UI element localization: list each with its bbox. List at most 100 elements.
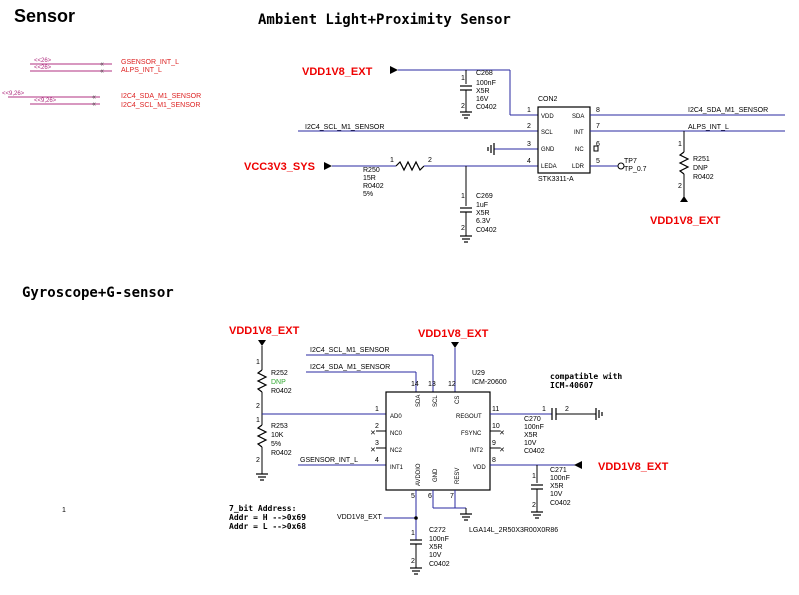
svg-text:16V: 16V bbox=[476, 96, 489, 103]
svg-text:LDR: LDR bbox=[572, 164, 585, 170]
gyro-block: VDD1V8_EXT 1 2 R252 DNP R0402 1 1 2 R253… bbox=[62, 325, 669, 575]
gyro-net-vdd: VDD1V8_EXT bbox=[337, 514, 382, 521]
offpage-net-sda: I2C4_SDA_M1_SENSOR bbox=[121, 93, 201, 100]
compat-note-1: compatible with bbox=[550, 371, 622, 381]
svg-text:10V: 10V bbox=[429, 552, 442, 559]
svg-text:DNP: DNP bbox=[693, 165, 708, 172]
addr-note-3: Addr = L -->0x68 bbox=[229, 522, 306, 531]
svg-text:2: 2 bbox=[256, 457, 260, 464]
svg-text:X5R: X5R bbox=[429, 544, 443, 551]
u29-part: ICM-20600 bbox=[472, 379, 507, 386]
con2-ref: CON2 bbox=[538, 96, 558, 103]
gyro-net-int: GSENSOR_INT_L bbox=[300, 457, 358, 464]
svg-text:«: « bbox=[92, 94, 96, 101]
svg-text:X5R: X5R bbox=[476, 88, 490, 95]
svg-text:3: 3 bbox=[375, 440, 379, 447]
svg-text:4: 4 bbox=[375, 457, 379, 464]
svg-text:5%: 5% bbox=[271, 441, 281, 448]
power-label-vdd1v8-cs: VDD1V8_EXT bbox=[418, 328, 489, 340]
svg-text:100nF: 100nF bbox=[429, 536, 449, 543]
svg-text:INT1: INT1 bbox=[390, 465, 404, 471]
svg-text:X5R: X5R bbox=[476, 210, 490, 217]
svg-text:15R: 15R bbox=[363, 175, 376, 182]
svg-text:GND: GND bbox=[433, 468, 439, 482]
svg-text:10V: 10V bbox=[550, 491, 563, 498]
power-label-vdd1v8-r252: VDD1V8_EXT bbox=[229, 325, 300, 337]
offpage-net-scl: I2C4_SCL_M1_SENSOR bbox=[121, 102, 200, 109]
svg-text:2: 2 bbox=[461, 103, 465, 110]
offpage-ref-2: <<26> bbox=[34, 65, 52, 71]
r253-ref: R253 bbox=[271, 423, 288, 430]
svg-text:✕: ✕ bbox=[499, 447, 505, 454]
svg-text:1: 1 bbox=[256, 417, 260, 424]
als-net-sda: I2C4_SDA_M1_SENSOR bbox=[688, 107, 768, 114]
offpage-net-gsensor: GSENSOR_INT_L bbox=[121, 59, 179, 66]
c268-ref: C268 bbox=[476, 70, 493, 77]
offpage-ref-4: <<9,26> bbox=[34, 98, 57, 104]
svg-text:1: 1 bbox=[411, 530, 415, 537]
power-label-vdd1v8-c271: VDD1V8_EXT bbox=[598, 461, 669, 473]
als-net-scl: I2C4_SCL_M1_SENSOR bbox=[305, 124, 384, 131]
c271-ref: C271 bbox=[550, 467, 567, 474]
svg-text:C0402: C0402 bbox=[429, 561, 450, 568]
compat-note-2: ICM-40607 bbox=[550, 381, 594, 390]
svg-text:2: 2 bbox=[256, 403, 260, 410]
r250-ref: R250 bbox=[363, 167, 380, 174]
svg-text:1: 1 bbox=[542, 406, 546, 413]
svg-text:INT2: INT2 bbox=[470, 448, 484, 454]
svg-text:C0402: C0402 bbox=[550, 500, 571, 507]
svg-text:NC2: NC2 bbox=[390, 448, 403, 454]
svg-text:✕: ✕ bbox=[370, 430, 376, 437]
svg-text:100nF: 100nF bbox=[524, 424, 544, 431]
svg-text:X5R: X5R bbox=[524, 432, 538, 439]
svg-text:«: « bbox=[100, 61, 104, 68]
svg-text:✕: ✕ bbox=[499, 430, 505, 437]
svg-text:1: 1 bbox=[461, 75, 465, 82]
svg-text:AD0: AD0 bbox=[390, 414, 402, 420]
tp7-ref: TP7 bbox=[624, 158, 637, 165]
addr-note-1: 7_bit Address: bbox=[229, 503, 296, 513]
gyro-net-scl: I2C4_SCL_M1_SENSOR bbox=[310, 347, 389, 354]
section-title-als: Ambient Light+Proximity Sensor bbox=[258, 12, 511, 28]
section-title-sensor: Sensor bbox=[14, 6, 75, 26]
svg-text:SDA: SDA bbox=[416, 395, 422, 407]
svg-text:11: 11 bbox=[492, 406, 499, 413]
svg-text:6: 6 bbox=[596, 141, 600, 148]
power-label-vdd1v8-als: VDD1V8_EXT bbox=[302, 66, 373, 78]
svg-text:2: 2 bbox=[565, 406, 569, 413]
svg-text:REGOUT: REGOUT bbox=[456, 414, 482, 420]
svg-text:1: 1 bbox=[461, 193, 465, 200]
svg-text:GND: GND bbox=[541, 147, 555, 153]
gyro-net-sda: I2C4_SDA_M1_SENSOR bbox=[310, 364, 390, 371]
svg-text:R0402: R0402 bbox=[363, 183, 384, 190]
svg-text:R0402: R0402 bbox=[271, 388, 292, 395]
c270-ref: C270 bbox=[524, 416, 541, 423]
svg-text:3: 3 bbox=[527, 141, 531, 148]
svg-text:AVDDIO: AVDDIO bbox=[416, 463, 422, 486]
svg-text:6: 6 bbox=[428, 493, 432, 500]
svg-text:10K: 10K bbox=[271, 432, 284, 439]
svg-text:X5R: X5R bbox=[550, 483, 564, 490]
svg-text:6.3V: 6.3V bbox=[476, 218, 491, 225]
svg-text:1uF: 1uF bbox=[476, 202, 488, 209]
svg-text:DNP: DNP bbox=[271, 379, 286, 386]
svg-text:12: 12 bbox=[448, 381, 456, 388]
svg-text:1: 1 bbox=[532, 473, 536, 480]
svg-text:9: 9 bbox=[492, 440, 496, 447]
svg-text:«: « bbox=[100, 68, 104, 75]
sheet-mark: 1 bbox=[62, 507, 66, 514]
svg-text:2: 2 bbox=[678, 183, 682, 190]
svg-text:R0402: R0402 bbox=[271, 450, 292, 457]
u29-ref: U29 bbox=[472, 370, 485, 377]
svg-text:R0402: R0402 bbox=[693, 174, 714, 181]
r251-ref: R251 bbox=[693, 156, 710, 163]
svg-text:5: 5 bbox=[411, 493, 415, 500]
svg-text:2: 2 bbox=[527, 123, 531, 130]
als-block: VDD1V8_EXT 1 2 C268 100nF X5R 16V C0402 … bbox=[244, 66, 785, 243]
r252-ref: R252 bbox=[271, 370, 288, 377]
svg-text:«: « bbox=[92, 101, 96, 108]
offpage-net-alps: ALPS_INT_L bbox=[121, 67, 162, 74]
offpage-ref-1: <<26> bbox=[34, 58, 52, 64]
